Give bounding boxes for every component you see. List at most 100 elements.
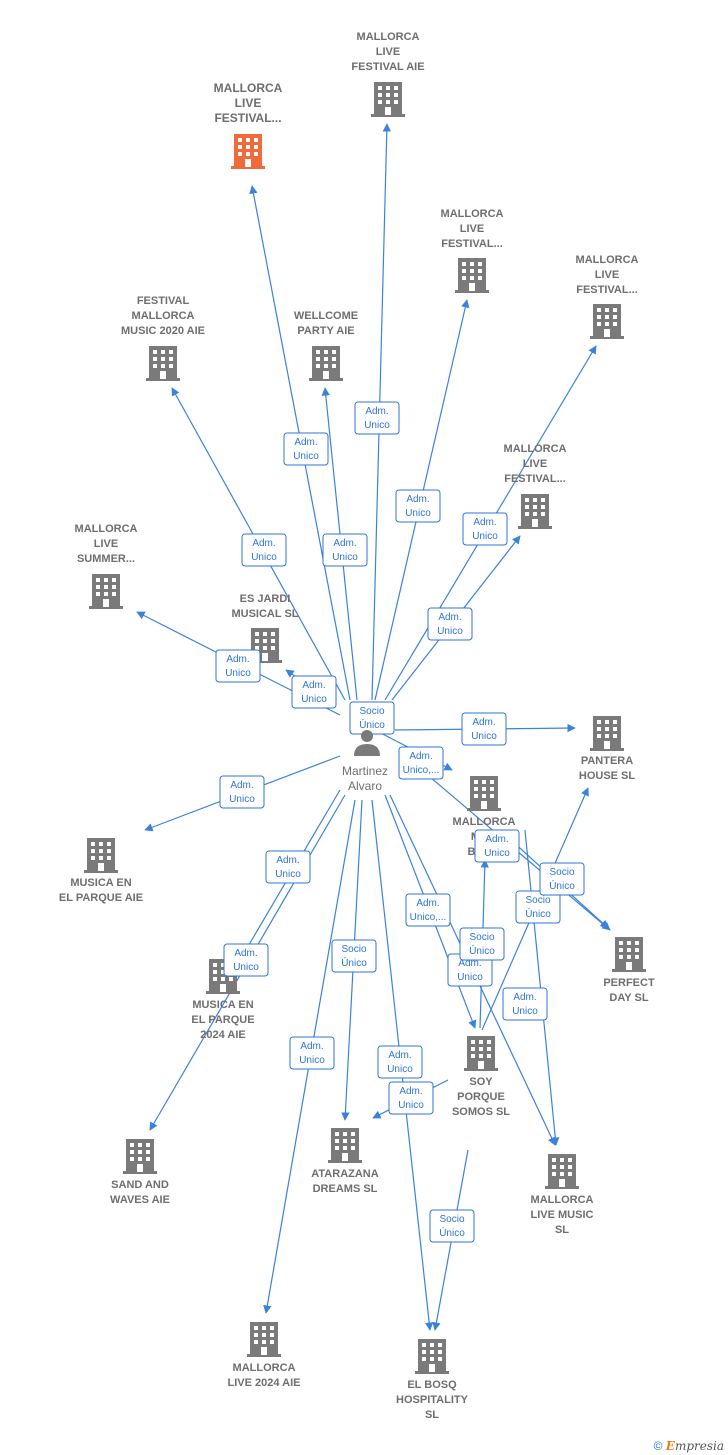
edge-label-text: Unico	[472, 531, 498, 542]
edge-label[interactable]: Adm.Unico	[461, 712, 507, 746]
edge-label-box	[291, 675, 337, 709]
company-node[interactable]: MALLORCALIVEFESTIVAL...	[214, 81, 283, 169]
edge-label[interactable]: Adm.Unico	[289, 1036, 335, 1070]
edge-label[interactable]: Adm. Unico	[462, 512, 508, 546]
edge-label[interactable]: Adm.Unico	[322, 533, 368, 567]
company-name-line: PANTERA	[581, 755, 633, 767]
empresia-logo[interactable]: Empresia	[665, 1439, 724, 1453]
company-node[interactable]: MALLORCALIVEFESTIVAL...	[441, 208, 504, 293]
company-name-line: LIVE	[523, 458, 547, 470]
company-node[interactable]: PANTERA HOUSE SL	[579, 716, 636, 782]
edge-label-box	[241, 533, 287, 567]
edge-label[interactable]: Adm.Unico	[377, 1045, 423, 1079]
edge-label[interactable]: Adm.Unico	[265, 850, 311, 884]
edge-label-box	[354, 401, 400, 435]
building-icon	[467, 776, 501, 811]
edge-label[interactable]: Adm.Unico	[474, 829, 520, 863]
company-name-line: HOUSE SL	[579, 770, 636, 782]
company-node[interactable]: MALLORCALIVEFESTIVAL...	[504, 443, 567, 529]
edge-label-box	[515, 890, 561, 924]
footer-credit: © Empresia	[654, 1439, 724, 1453]
edge-label-text: Adm.	[333, 538, 356, 549]
edge-label-box	[405, 893, 451, 927]
edge-label-text: Unico	[299, 1055, 325, 1066]
company-name-line: FESTIVAL...	[441, 238, 503, 250]
edge-label-text: Adm.	[230, 780, 253, 791]
building-icon	[84, 838, 118, 873]
edge-label[interactable]: Adm.Unico	[395, 489, 441, 523]
building-icon	[464, 1036, 498, 1071]
edge-label-text: Unico,...	[410, 912, 447, 923]
edge-label-text: Adm.	[473, 517, 496, 528]
company-name-line: DAY SL	[609, 992, 648, 1004]
edge-label[interactable]: Adm.Unico	[223, 943, 269, 977]
company-node[interactable]: ES JARDI MUSICAL SL	[231, 593, 299, 663]
edge-label[interactable]: Adm.Unico	[241, 533, 287, 567]
edge-label[interactable]: Adm.Unico	[215, 649, 261, 683]
company-name-line: LIVE 2024 AIE	[228, 1377, 301, 1389]
edge-label-text: Adm.	[485, 834, 508, 845]
edge-label-text: Unico	[229, 794, 255, 805]
person-icon	[361, 730, 373, 742]
edge-label[interactable]: Adm.Unico	[291, 675, 337, 709]
company-name-line: MUSICA EN	[70, 877, 131, 889]
edge-label[interactable]: Adm.Unico	[283, 432, 329, 466]
edge-label[interactable]: Adm.Unico,...	[398, 746, 444, 780]
company-name-line: LIVE	[235, 96, 262, 110]
company-name-line: SAND AND	[111, 1179, 169, 1191]
edge-label[interactable]: Adm.Unico	[427, 607, 473, 641]
company-name-line: ES JARDI	[240, 593, 291, 605]
edge-labels-layer: Adm.UnicoAdm.UnicoAdm.UnicoAdm.UnicoAdm.…	[215, 401, 585, 1243]
person-icon-body	[354, 744, 380, 756]
company-name-line: MUSIC 2020 AIE	[121, 325, 205, 337]
edge-label-box	[322, 533, 368, 567]
company-name-line: PARTY AIE	[297, 325, 354, 337]
edge-label-text: Socio	[439, 1214, 464, 1225]
edge-label[interactable]: Adm.Unico,...	[405, 893, 451, 927]
edge-label[interactable]: Adm.Unico	[447, 953, 493, 987]
company-name-line: FESTIVAL...	[576, 284, 638, 296]
edge-label-text: Adm.	[226, 654, 249, 665]
company-name-line: WELLCOME	[294, 310, 358, 322]
edge-label-text: Socio	[469, 932, 494, 943]
edge-label-box	[462, 512, 508, 546]
edge-label-text: Adm.	[276, 855, 299, 866]
edge-label[interactable]: Adm.Unico	[354, 401, 400, 435]
company-node[interactable]: MALLORCALIVESUMMER...	[75, 523, 138, 609]
edge-label-box	[502, 987, 548, 1021]
edge-label-text: Unico	[301, 694, 327, 705]
edge-label[interactable]: Adm.Unico	[502, 987, 548, 1021]
edge-label[interactable]: Adm.Unico	[388, 1081, 434, 1115]
company-node[interactable]: MALLORCALIVEFESTIVAL...	[576, 254, 639, 339]
edge-label-text: Socio	[525, 895, 550, 906]
company-name-line: SUMMER...	[77, 553, 135, 565]
edge-label[interactable]: Adm. Unico	[219, 775, 265, 809]
edge-label-text: Unico	[512, 1006, 538, 1017]
company-name-line: FESTIVAL AIE	[351, 61, 424, 73]
company-name-line: MALLORCA	[75, 523, 138, 535]
company-name-line: FESTIVAL...	[504, 473, 566, 485]
company-name-line: MUSICAL SL	[231, 608, 298, 620]
company-node[interactable]: WELLCOME PARTY AIE	[294, 310, 358, 381]
edge-label-box	[219, 775, 265, 809]
company-name-line: FESTIVAL...	[214, 111, 281, 125]
